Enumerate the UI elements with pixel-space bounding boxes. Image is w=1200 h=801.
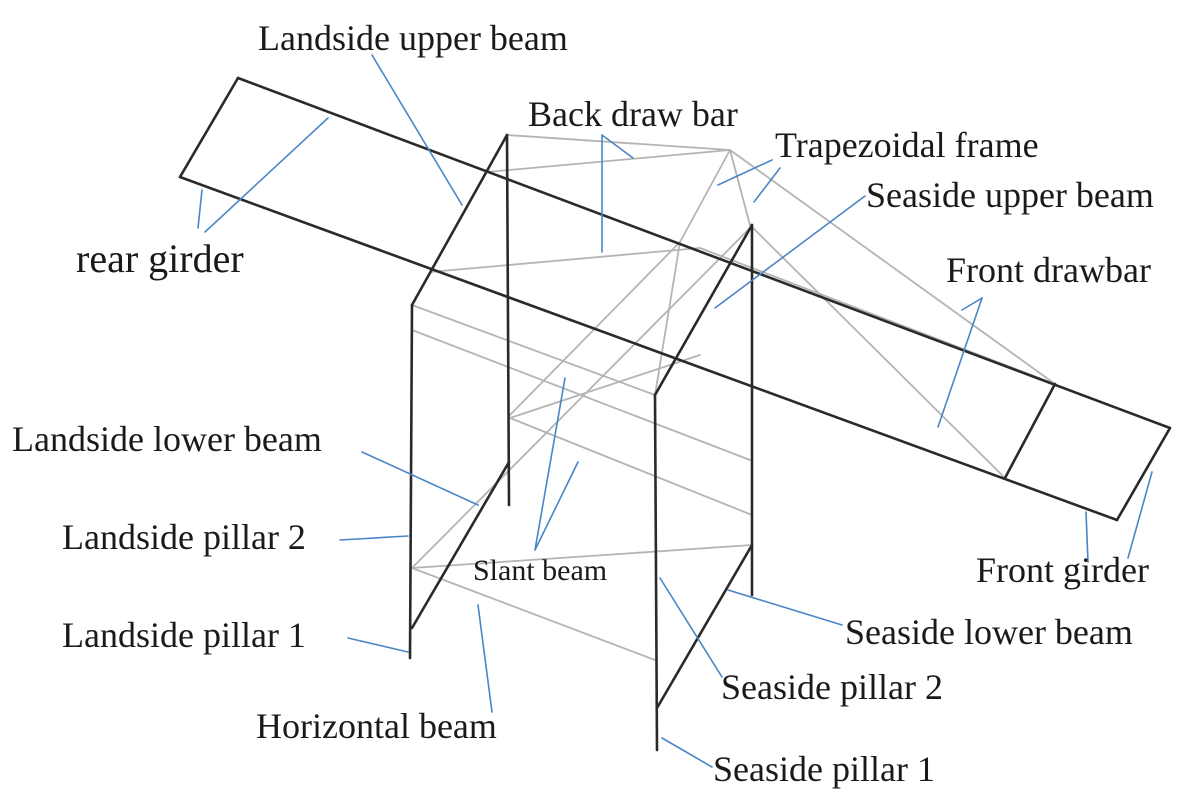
trapezoid-left xyxy=(679,149,731,243)
leader-front-drawbar-b xyxy=(961,297,983,311)
label-seaside-lower-beam: Seaside lower beam xyxy=(845,612,1133,652)
back-draw-bar-2 xyxy=(486,149,731,173)
girder-top-edge xyxy=(236,76,1172,430)
rear-girder-end xyxy=(178,76,240,179)
leader-landside-pillar-2 xyxy=(339,535,409,541)
back-draw-bar-3 xyxy=(429,247,701,273)
label-trapezoidal-frame: Trapezoidal frame xyxy=(775,125,1039,165)
light-members xyxy=(411,134,1056,661)
label-landside-pillar-1: Landside pillar 1 xyxy=(62,615,306,655)
leader-lines xyxy=(197,54,1153,768)
lower-tie xyxy=(411,544,753,569)
front-drawbar-2 xyxy=(749,224,1006,479)
trapezoid-right xyxy=(729,149,751,226)
leader-trapezoid-a xyxy=(717,159,773,186)
leader-landside-upper-beam xyxy=(371,54,463,206)
label-front-girder: Front girder xyxy=(976,550,1149,590)
dark-members xyxy=(178,76,1172,752)
mid-tie-2 xyxy=(509,417,753,516)
label-landside-lower-beam: Landside lower beam xyxy=(12,419,322,459)
label-seaside-pillar-1: Seaside pillar 1 xyxy=(713,749,935,789)
landside-lower-beam-line xyxy=(410,460,511,630)
front-girder-end xyxy=(1115,426,1172,522)
leader-seaside-pillar-2 xyxy=(659,577,723,678)
leader-trapezoid-b xyxy=(753,167,781,203)
mid-tie-3 xyxy=(509,354,701,419)
leader-rear-girder-a xyxy=(197,189,203,229)
slant-beam-2 xyxy=(411,227,751,569)
leader-landside-lower-beam xyxy=(361,451,479,506)
horizontal-beam-line xyxy=(411,567,656,661)
seaside-pillar-front xyxy=(653,393,659,752)
leader-slant-beam-a xyxy=(534,377,566,551)
landside-upper-inner xyxy=(411,304,656,396)
back-draw-bar-1 xyxy=(506,134,731,151)
leader-horizontal-beam xyxy=(477,604,493,713)
label-seaside-upper-beam: Seaside upper beam xyxy=(866,175,1154,215)
leader-front-girder-b xyxy=(1127,471,1153,559)
leader-landside-pillar-1 xyxy=(347,637,409,653)
label-slant-beam: Slant beam xyxy=(473,554,607,587)
label-horizontal-beam: Horizontal beam xyxy=(256,706,497,746)
landside-pillar-back xyxy=(505,133,511,507)
landside-upper-beam-line xyxy=(410,133,509,307)
leader-slant-beam-b xyxy=(534,461,579,551)
label-back-draw-bar: Back draw bar xyxy=(528,94,738,134)
leader-seaside-pillar-1 xyxy=(661,737,713,768)
leader-front-drawbar-a xyxy=(937,297,983,428)
leader-rear-girder-b xyxy=(204,117,329,233)
slant-beam-3 xyxy=(654,241,681,396)
labels: Landside upper beam Back draw bar Trapez… xyxy=(12,18,1154,789)
front-girder-divider xyxy=(1003,382,1057,480)
label-landside-pillar-2: Landside pillar 2 xyxy=(62,517,306,557)
landside-pillar-front xyxy=(408,303,414,660)
leader-seaside-upper-beam xyxy=(714,195,866,309)
leader-front-girder-a xyxy=(1085,511,1089,563)
label-seaside-pillar-2: Seaside pillar 2 xyxy=(721,667,943,707)
seaside-lower-beam-line xyxy=(655,543,754,710)
label-rear-girder: rear girder xyxy=(76,236,244,281)
label-front-drawbar: Front drawbar xyxy=(946,250,1151,290)
leader-back-draw-bar-a xyxy=(601,134,634,159)
leader-seaside-lower-beam xyxy=(727,589,843,626)
front-drawbar-1 xyxy=(729,149,1056,385)
label-landside-upper-beam: Landside upper beam xyxy=(258,18,568,58)
seaside-upper-beam-line xyxy=(653,223,754,397)
girder-bottom-edge xyxy=(178,175,1119,522)
